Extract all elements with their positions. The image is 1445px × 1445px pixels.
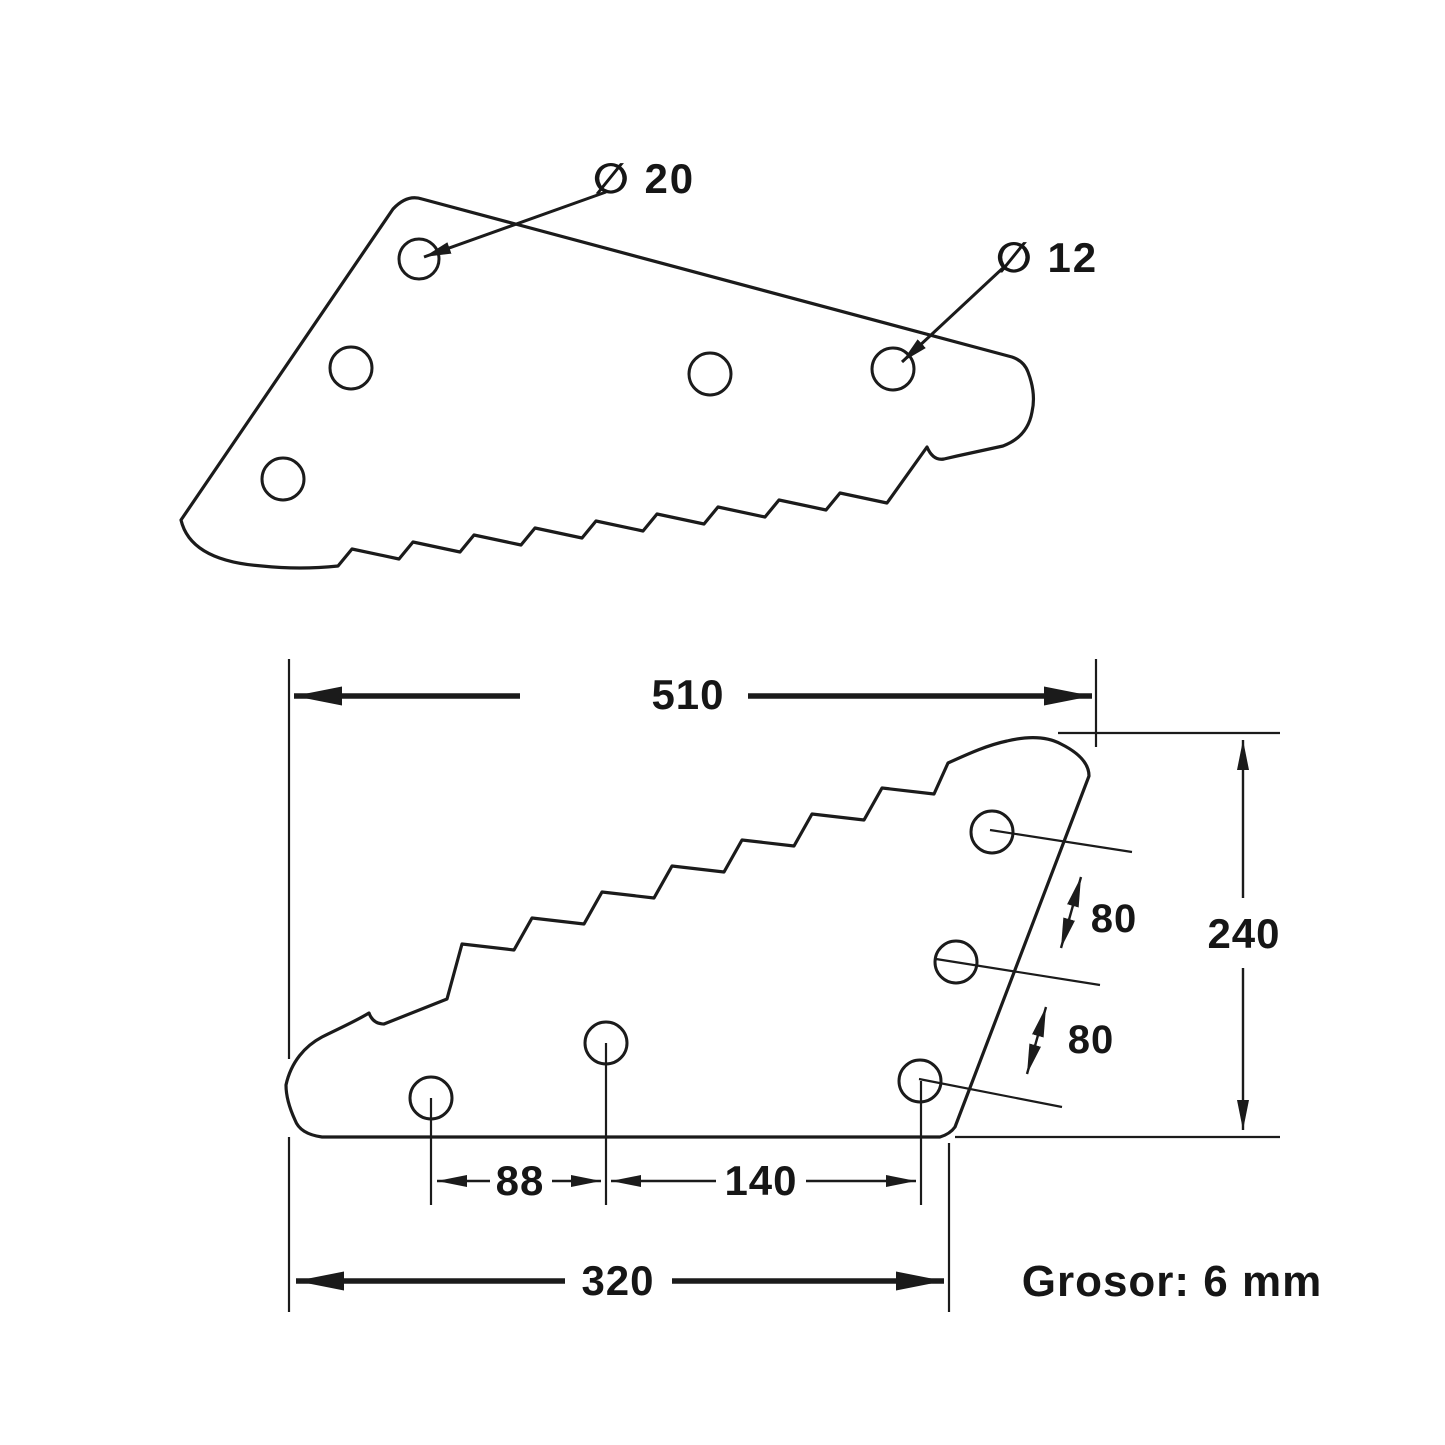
hole-edge-top [969,809,1015,855]
callout-diameter-12: ∅ 12 [996,234,1098,281]
dimension-320: 320 [296,1143,951,1312]
hole-center-right [687,351,733,397]
hole-axis-line-top [989,828,1133,854]
hole-axis-line-bottom [918,1077,1063,1109]
dim-label-320: 320 [581,1257,654,1304]
hole-12-top-view [870,346,916,392]
dimension-88-140: 88 140 [429,1043,923,1205]
blade-bottom-outline [284,736,1091,1139]
dim-line-80-upper [1059,876,1083,949]
hole-axis-line-mid [935,957,1101,987]
dim-label-140: 140 [724,1157,797,1204]
leader-line-diameter-20 [423,190,607,259]
thickness-note: Grosor: 6 mm [1022,1257,1323,1306]
dim-label-240: 240 [1207,910,1280,957]
dim-line-80-lower [1025,1006,1048,1075]
leader-line-diameter-12 [900,265,1006,364]
hole-lower-left [260,456,306,502]
dim-label-80-lower: 80 [1068,1018,1115,1062]
dimension-80-pair: 80 80 [918,828,1138,1109]
bottom-view [284,736,1091,1139]
hole-edge-mid [933,939,979,985]
dimension-240: 240 [955,731,1280,1139]
dim-label-510: 510 [651,671,724,718]
top-view: ∅ 20 ∅ 12 [179,155,1098,570]
dim-label-80-upper: 80 [1091,897,1138,941]
hole-20-top-view [397,237,441,281]
hole-upper-mid [328,345,374,391]
callout-diameter-20: ∅ 20 [593,155,695,202]
dim-label-88: 88 [496,1157,545,1204]
dimension-510: 510 [287,659,1098,1312]
blade-top-outline [179,196,1035,570]
